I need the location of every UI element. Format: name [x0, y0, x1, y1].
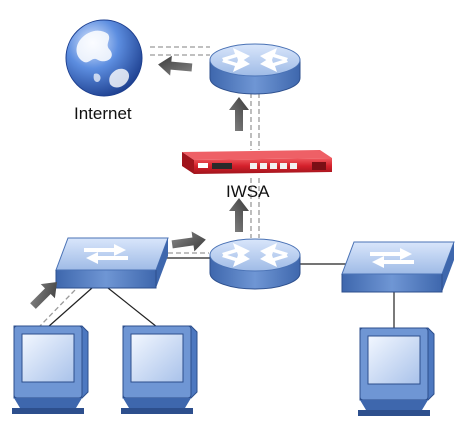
dashed-path-computer-switch	[37, 289, 76, 329]
router-icon	[209, 238, 301, 290]
traffic-arrow-icon	[157, 54, 193, 78]
computer-monitor-icon	[357, 327, 435, 417]
link-switch-computer-left	[47, 287, 93, 328]
globe-icon	[65, 19, 143, 97]
traffic-arrow-icon	[170, 229, 208, 255]
switch-icon	[55, 237, 169, 289]
link-switch-computer-middle	[107, 287, 158, 328]
iwsa-label: IWSA	[226, 182, 270, 201]
internet-label: Internet	[74, 104, 132, 123]
computer-monitor-icon	[120, 325, 198, 415]
traffic-arrow-icon	[229, 198, 249, 232]
switch-icon	[341, 241, 455, 293]
router-icon	[209, 43, 301, 95]
iwsa-appliance-icon	[182, 150, 332, 174]
computer-monitor-icon	[11, 325, 89, 415]
traffic-arrow-icon	[229, 97, 249, 131]
network-links	[47, 257, 395, 330]
